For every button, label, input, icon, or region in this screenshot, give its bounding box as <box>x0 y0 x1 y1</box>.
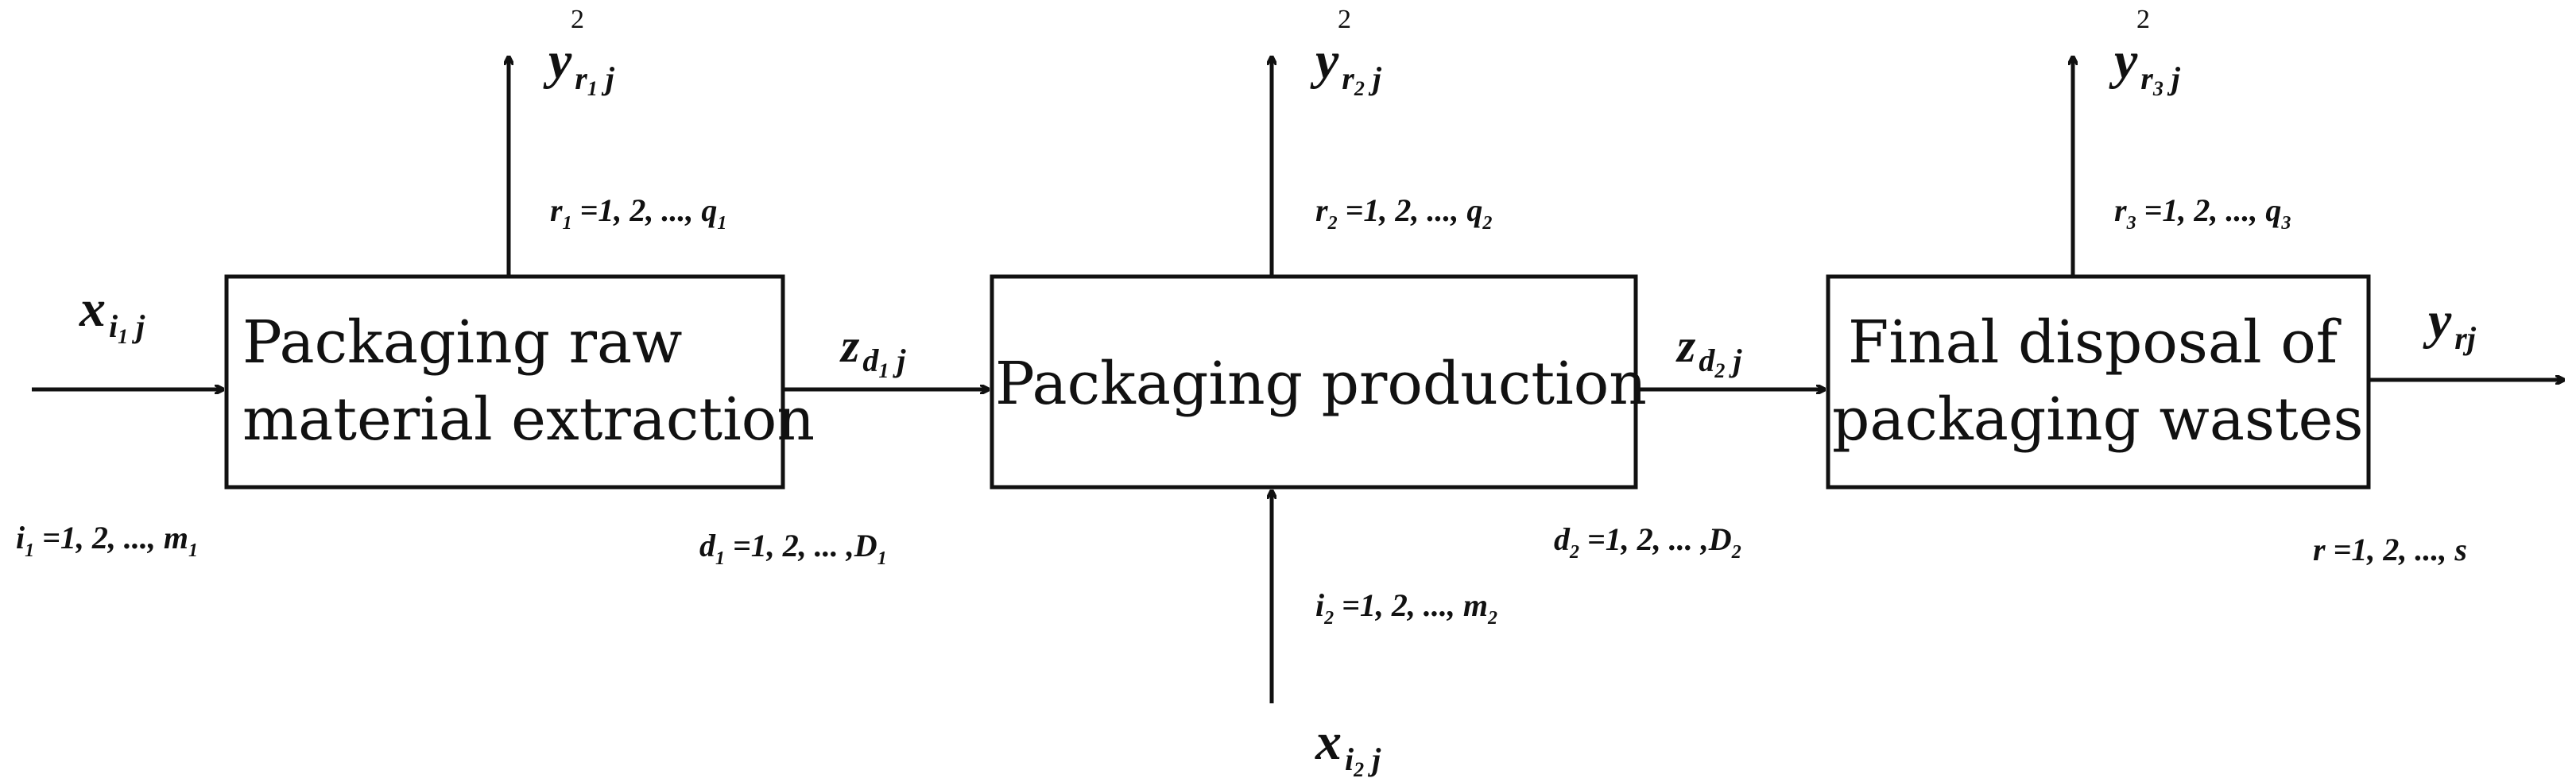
box-final-disposal <box>1826 274 2371 490</box>
range-i2: i2 =1, 2, ..., m2 <box>1315 587 1497 629</box>
var-y-r2-sup: 2 <box>1338 5 1351 34</box>
var-y-r3-sup: 2 <box>2136 5 2150 34</box>
box-production-label: Packaging production <box>995 350 1647 418</box>
box-raw-material-line2: material extraction <box>242 385 815 454</box>
box-raw-material-line1: Packaging raw <box>242 308 682 377</box>
var-y-r1-sup: 2 <box>571 5 584 34</box>
range-d1: d1 =1, 2, ... ,D1 <box>699 528 887 569</box>
range-i1: i1 =1, 2, ..., m1 <box>16 520 198 561</box>
range-r2: r2 =1, 2, ..., q2 <box>1315 192 1492 234</box>
range-r1: r1 =1, 2, ..., q1 <box>550 192 726 234</box>
box-raw-material-extraction <box>224 274 785 490</box>
range-r3: r3 =1, 2, ..., q3 <box>2114 192 2291 234</box>
box-packaging-production <box>990 274 1638 490</box>
box-disposal-line2: packaging wastes <box>1832 385 2363 454</box>
range-d2: d2 =1, 2, ... ,D2 <box>1554 521 1741 563</box>
box-disposal-line1: Final disposal of <box>1848 308 2342 377</box>
range-r: r =1, 2, ..., s <box>2313 532 2467 567</box>
